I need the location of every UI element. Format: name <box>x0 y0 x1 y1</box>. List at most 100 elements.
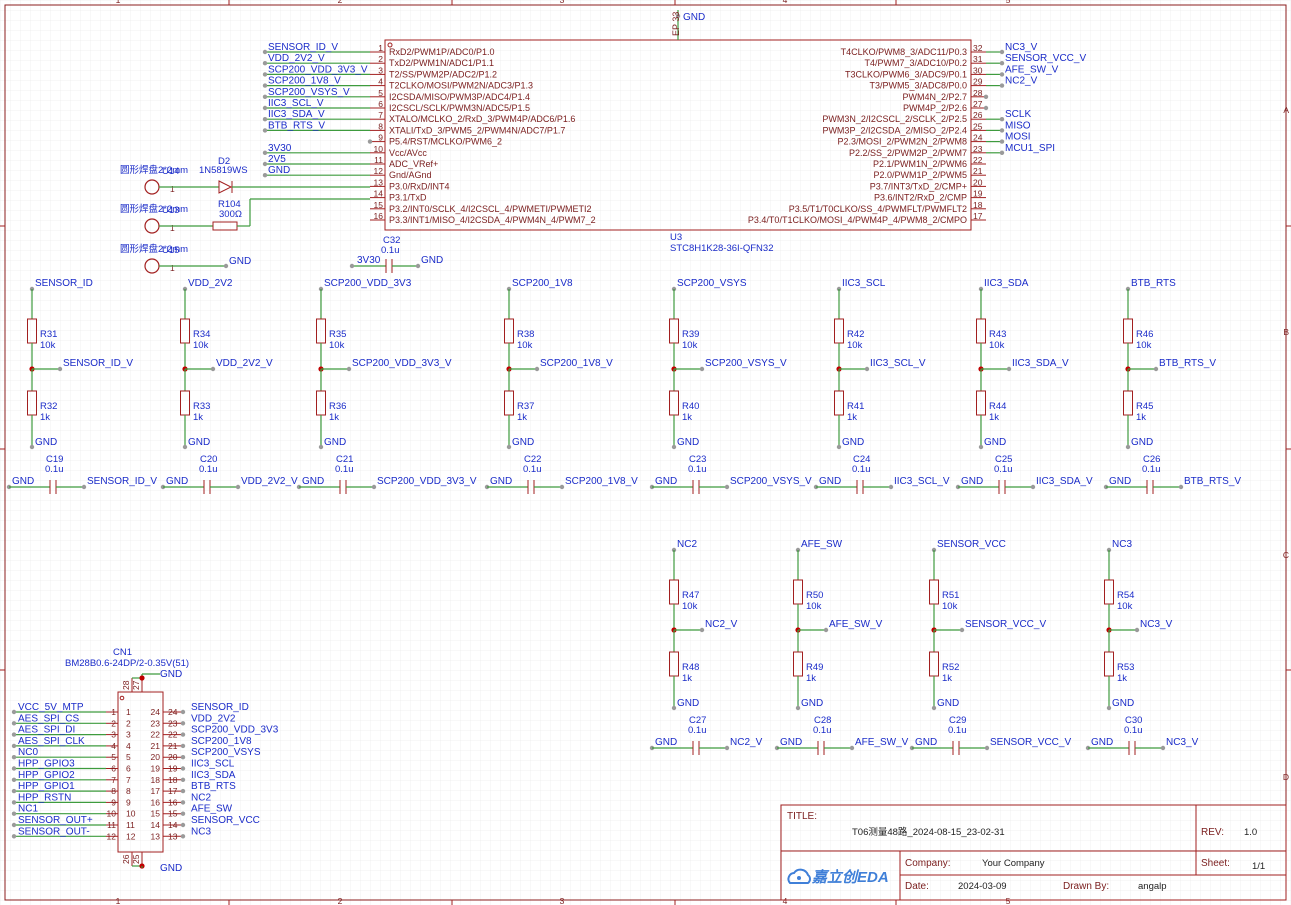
divider-output-net: SCP200_1V8_V <box>540 358 613 369</box>
cap-output-net: NC2_V <box>730 737 763 748</box>
mcu-pin-number: 9 <box>378 133 383 143</box>
connector-right-net: VDD_2V2 <box>191 713 236 724</box>
divider-top-value: 10k <box>193 340 209 351</box>
divider-top-value: 10k <box>806 601 822 612</box>
divider-top-designator: R46 <box>1136 329 1153 340</box>
connector-left-net: NC1 <box>18 804 38 815</box>
connector-right-net: IIC3_SDA <box>191 770 236 781</box>
connector-left-pin: 12 <box>107 831 117 841</box>
connector-outer-right-pin: 18 <box>168 775 178 785</box>
wire-end <box>983 105 989 111</box>
wire-end <box>210 366 216 372</box>
connector-left-net: SENSOR_OUT- <box>18 826 90 837</box>
mcu-pin-number: 11 <box>374 155 383 165</box>
mcu-pin-number: 24 <box>973 133 983 143</box>
pad-pin-number: 1 <box>170 223 175 233</box>
c32-net-left: 3V30 <box>357 255 381 266</box>
mcu-net-label: NC2_V <box>1005 76 1038 87</box>
connector-left-pin: 2 <box>111 718 116 728</box>
connector-right-pin: 16 <box>151 797 161 807</box>
cap-output-net: SENSOR_VCC_V <box>990 737 1071 748</box>
divider-bot-designator: R45 <box>1136 401 1153 412</box>
pad-designator: U14 <box>162 166 179 177</box>
wire-end <box>180 766 186 771</box>
connector-left-net: HPP_RSTN <box>18 792 71 803</box>
cap-designator: C28 <box>814 715 831 726</box>
tb-company-label: Company: <box>905 858 951 869</box>
divider-bot-designator: R44 <box>989 401 1006 412</box>
divider-top-designator: R54 <box>1117 590 1134 601</box>
connector-inner-left-pin: 9 <box>126 797 131 807</box>
mcu-net-label: SCP200_VSYS_V <box>268 87 350 98</box>
wire-end <box>1006 366 1012 372</box>
wire-end <box>506 444 512 450</box>
wire-end <box>262 173 268 178</box>
cap-gnd-net: GND <box>655 476 677 487</box>
divider-top-designator: R47 <box>682 590 699 601</box>
tb-title-label: TITLE: <box>787 811 817 822</box>
pin1-marker <box>119 695 125 701</box>
connector-left-pin: 3 <box>111 730 116 740</box>
tb-sheet-label: Sheet: <box>1201 858 1230 869</box>
connector-right-pin: 18 <box>151 775 161 785</box>
tb-title: T06测量48路_2024-08-15_23-02-31 <box>852 826 1005 838</box>
connector-left-net: HPP_GPIO1 <box>18 781 75 792</box>
divider-top-value: 10k <box>1136 340 1152 351</box>
connector-top-pin: 28 <box>121 680 131 690</box>
wire-end <box>346 366 352 372</box>
mcu-pin-name: P2.0/PWM1P_2/PWM5 <box>873 170 967 180</box>
mcu-pin-name: T2CLKO/MOSI/PWM2N/ADC3/P1.3 <box>389 81 533 91</box>
connector-right-pin: 17 <box>151 786 161 796</box>
mcu-pin-number: 2 <box>378 54 383 64</box>
divider-input-net: SENSOR_VCC <box>937 539 1006 550</box>
divider-gnd-net: GND <box>512 437 534 448</box>
ep-net-label: GND <box>683 12 705 23</box>
divider-output-net: VDD_2V2_V <box>216 358 273 369</box>
connector-right-net: SENSOR_ID <box>191 702 249 713</box>
wire-end <box>262 161 268 167</box>
wire-end <box>180 788 186 794</box>
divider-top-value: 10k <box>682 601 698 612</box>
cap-value: 0.1u <box>199 464 218 475</box>
connector-bot-pin: 25 <box>131 854 141 864</box>
tb-date-label: Date: <box>905 881 929 892</box>
row-marker-right: C <box>1283 550 1289 560</box>
mcu-pin-number: 1 <box>378 43 383 53</box>
cap-designator: C29 <box>949 715 966 726</box>
divider-output-net: NC2_V <box>705 619 738 630</box>
wire-end <box>262 94 268 100</box>
cap-designator: C27 <box>689 715 706 726</box>
mcu-pin-number: 7 <box>378 110 383 120</box>
divider-top-value: 10k <box>942 601 958 612</box>
wire-end <box>235 484 241 490</box>
pad-designator: U13 <box>162 205 179 216</box>
mcu-pin-name: P3.7/INT3/TxD_2/CMP+ <box>870 181 967 191</box>
divider-bot-value: 1k <box>329 412 339 423</box>
column-marker-top: 5 <box>1006 0 1011 5</box>
mcu-pin-number: 25 <box>973 121 983 131</box>
divider-bot-designator: R36 <box>329 401 346 412</box>
mcu-pin-number: 23 <box>973 144 983 154</box>
cap-designator: C23 <box>689 454 706 465</box>
mcu-pin-name: PWM4N_2/P2.7 <box>902 92 967 102</box>
connector-left-net: HPP_GPIO2 <box>18 770 75 781</box>
mcu-pin-name: P2.1/PWM1N_2/PWM6 <box>873 159 967 169</box>
wire-end <box>1160 745 1166 751</box>
wire-end <box>1134 627 1140 633</box>
mcu-pin-number: 27 <box>973 99 983 109</box>
mcu-pin-name: PWM3P_2/I2CSDA_2/MISO_2/P2.4 <box>822 125 967 135</box>
connector-inner-left-pin: 10 <box>126 809 136 819</box>
divider-top-designator: R51 <box>942 590 959 601</box>
tb-drawn: angalp <box>1138 881 1167 892</box>
divider-input-net: AFE_SW <box>801 539 843 550</box>
mcu-pin-number: 4 <box>378 77 383 87</box>
cap-gnd-net: GND <box>490 476 512 487</box>
divider-input-net: IIC3_SDA <box>984 278 1029 289</box>
cap-gnd-net: GND <box>655 737 677 748</box>
divider-input-net: SCP200_VDD_3V3 <box>324 278 412 289</box>
column-marker-top: 1 <box>116 0 121 5</box>
wire-end <box>262 128 268 133</box>
